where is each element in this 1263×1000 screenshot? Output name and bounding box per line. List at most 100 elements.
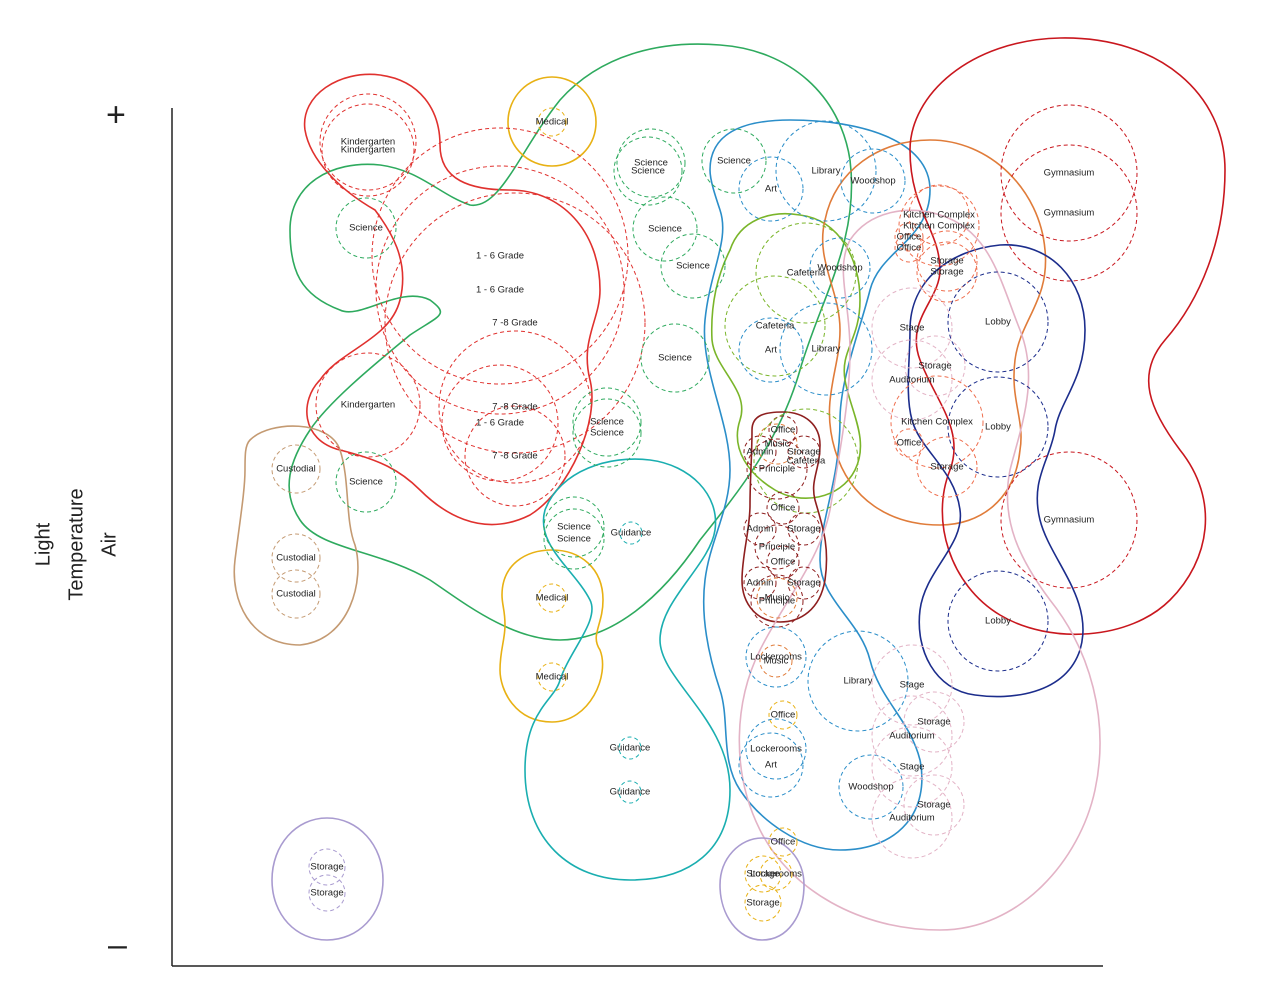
bubble-7-8-grade	[438, 330, 592, 484]
label-storage: Storage	[930, 462, 963, 473]
axis-low-mark: –	[108, 926, 127, 964]
label-1-6-grade: 1 - 6 Grade	[476, 251, 524, 262]
label-guidance: Guidance	[610, 787, 651, 798]
zone-music	[821, 139, 1047, 526]
bubble-1-6-grade	[441, 364, 559, 482]
label-office: Office	[897, 232, 922, 243]
axis-label-light: Light	[32, 522, 55, 567]
bubble-principle	[754, 524, 800, 570]
bubble-guidance	[618, 736, 642, 760]
bubble-auditorium	[871, 777, 953, 859]
label-science: Science	[634, 158, 668, 169]
bubble-storage	[308, 874, 346, 912]
bubble-principle	[746, 438, 808, 500]
label-storage: Storage	[787, 524, 820, 535]
label-stage: Stage	[900, 323, 925, 334]
bubble-custodial	[271, 569, 321, 619]
label-admin: Admin	[747, 578, 774, 589]
bubble-auditorium	[871, 339, 953, 421]
bubble-music	[759, 644, 793, 678]
bubble-woodshop	[840, 148, 906, 214]
zone-science	[288, 43, 853, 641]
axis-label-air: Air	[98, 532, 121, 557]
bubble-science	[543, 508, 605, 570]
label-woodshop: Woodshop	[848, 782, 893, 793]
bubble-principle	[750, 574, 804, 628]
bubble-cafeteria	[753, 408, 859, 514]
bubble-library	[807, 630, 909, 732]
label-custodial: Custodial	[276, 553, 316, 564]
label-cafeteria: Cafeteria	[787, 456, 826, 467]
label-7-8-grade: 7 -8 Grade	[492, 318, 537, 329]
label-gymnasium: Gymnasium	[1044, 515, 1095, 526]
label-lobby: Lobby	[985, 317, 1011, 328]
bubble-1-6-grade	[371, 127, 629, 385]
label-kindergarten: Kindergarten	[341, 400, 395, 411]
label-office: Office	[771, 503, 796, 514]
label-library: Library	[843, 676, 872, 687]
bubble-admin	[743, 435, 777, 469]
label-science: Science	[631, 166, 665, 177]
label-kitchen-complex: Kitchen Complex	[903, 210, 975, 221]
label-medical: Medical	[536, 117, 569, 128]
axis-label-temperature: Temperature	[65, 488, 88, 601]
zone-cafeteria	[710, 213, 862, 499]
label-guidance: Guidance	[610, 743, 651, 754]
label-auditorium: Auditorium	[889, 813, 934, 824]
bubble-storage	[787, 512, 821, 546]
label-7-8-grade: 7 -8 Grade	[492, 402, 537, 413]
zone-auditorium	[738, 209, 1101, 931]
label-lobby: Lobby	[985, 616, 1011, 627]
bubble-gymnasium	[1000, 144, 1138, 282]
label-science: Science	[557, 522, 591, 533]
label-kitchen-complex: Kitchen Complex	[903, 221, 975, 232]
label-office: Office	[771, 710, 796, 721]
bubble-custodial	[271, 533, 321, 583]
bubble-kitchen-complex	[908, 184, 970, 246]
label-1-6-grade: 1 - 6 Grade	[476, 285, 524, 296]
zone-medical-top	[507, 76, 597, 167]
label-storage: Storage	[918, 361, 951, 372]
bubble-7-8-grade	[384, 192, 646, 454]
bubble-office	[766, 491, 800, 525]
label-custodial: Custodial	[276, 589, 316, 600]
zone-lobby	[907, 244, 1086, 698]
label-science: Science	[349, 223, 383, 234]
bubble-medical	[537, 662, 567, 692]
label-music: Music	[765, 593, 790, 604]
bubble-art	[738, 156, 804, 222]
bubble-admin	[743, 512, 777, 546]
bubble-kindergarten	[321, 103, 415, 197]
label-storage: Storage	[917, 717, 950, 728]
label-medical: Medical	[536, 593, 569, 604]
bubble-science	[572, 387, 642, 457]
bubble-science	[640, 323, 710, 393]
label-admin: Admin	[747, 447, 774, 458]
bubble-medical	[537, 107, 567, 137]
bubble-1-6-grade	[375, 165, 625, 415]
bubble-storage	[744, 855, 782, 893]
bubble-science	[335, 451, 397, 513]
label-science: Science	[349, 477, 383, 488]
label-science: Science	[590, 428, 624, 439]
bubble-library	[779, 302, 873, 396]
bubble-office	[768, 827, 798, 857]
bubble-music	[756, 577, 798, 619]
bubble-science	[616, 128, 686, 198]
label-storage: Storage	[746, 869, 779, 880]
label-art: Art	[765, 184, 778, 195]
label-library: Library	[811, 166, 840, 177]
bubble-cafeteria	[755, 222, 857, 324]
bubble-library	[775, 120, 877, 222]
zone-admin	[741, 411, 828, 623]
label-office: Office	[897, 243, 922, 254]
label-gymnasium: Gymnasium	[1044, 168, 1095, 179]
label-art: Art	[765, 760, 778, 771]
label-custodial: Custodial	[276, 464, 316, 475]
label-storage: Storage	[787, 447, 820, 458]
label-kindergarten: Kindergarten	[341, 137, 395, 148]
bubble-stage	[871, 726, 953, 808]
label-auditorium: Auditorium	[889, 731, 934, 742]
zone-kindergarten-elementary	[303, 73, 601, 526]
